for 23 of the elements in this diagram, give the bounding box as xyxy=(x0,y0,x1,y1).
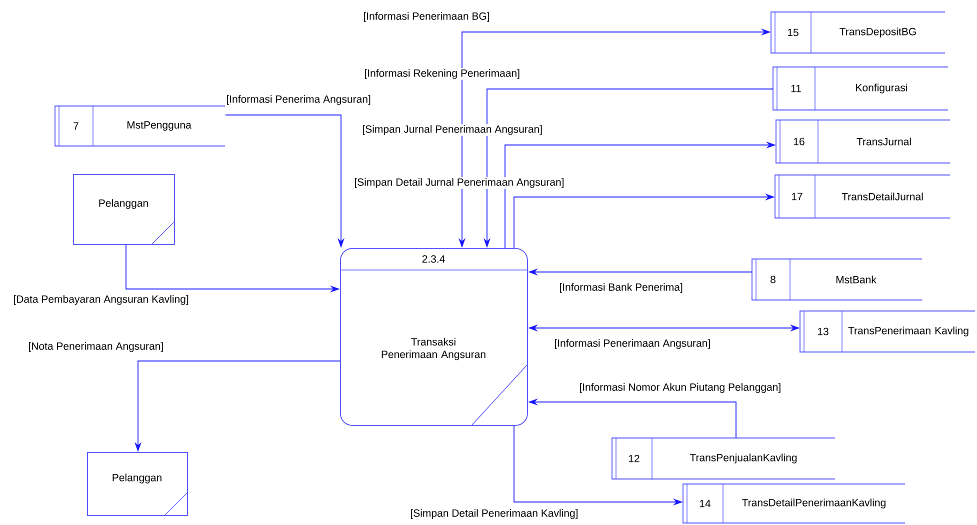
edge-label: [Nota Penerimaan Angsuran] xyxy=(27,341,165,353)
edge-label: [Simpan Detail Penerimaan Kavling] xyxy=(409,508,580,520)
edge-label: [Informasi Penerima Angsuran] xyxy=(225,94,372,106)
data-store: 7 MstPengguna xyxy=(54,106,226,146)
process-box: 2.3.4 Transaksi Penerimaan Angsuran xyxy=(340,248,528,426)
data-store: 8 MstBank xyxy=(752,258,922,300)
edge-label: [Data Pembayaran Angsuran Kavling] xyxy=(12,294,190,306)
data-store: 13 TransPenerimaan Kavling xyxy=(800,310,976,352)
edge-label: [Simpan Detail Jurnal Penerimaan Angsuran] xyxy=(353,177,566,189)
data-store: 15 TransDepositBG xyxy=(770,12,946,54)
edge-label: [Informasi Rekening Penerimaan] xyxy=(363,68,522,80)
edge-label: [Informasi Penerimaan BG] xyxy=(362,11,491,23)
edge-label: [Simpan Jurnal Penerimaan Angsuran] xyxy=(361,124,544,136)
edge-label: [Informasi Penerimaan Angsuran] xyxy=(553,338,712,350)
data-store: 16 TransJurnal xyxy=(776,120,950,164)
data-store: 12 TransPenjualanKavling xyxy=(612,438,836,480)
data-store: 11 Konfigurasi xyxy=(772,66,948,110)
data-store: 14 TransDetailPenerimaanKavling xyxy=(682,484,906,524)
entity-box: Pelanggan xyxy=(73,174,175,245)
data-store: 17 TransDetailJurnal xyxy=(774,174,950,218)
edge-label: [Informasi Bank Penerima] xyxy=(558,282,684,294)
edge-label: [Informasi Nomor Akun Piutang Pelanggan] xyxy=(578,382,782,394)
entity-box: Pelanggan xyxy=(87,452,188,516)
